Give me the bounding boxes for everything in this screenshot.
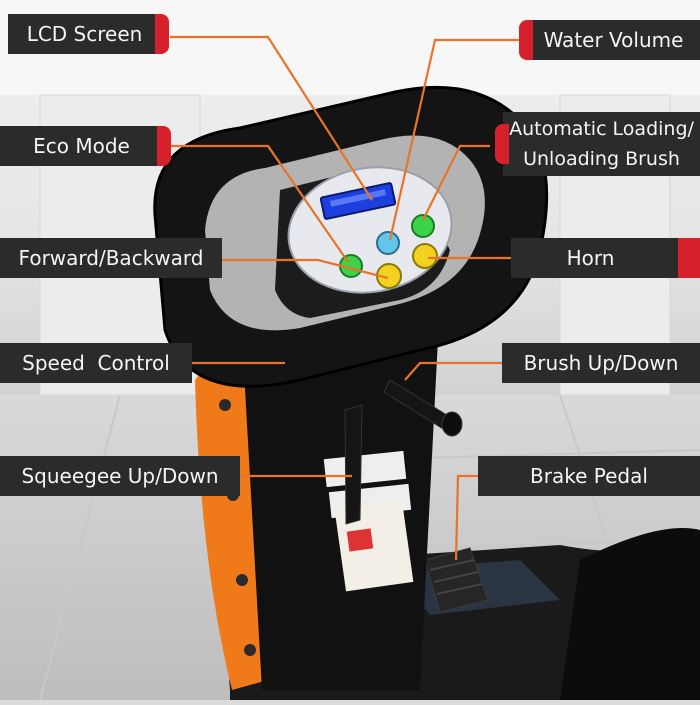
label-squeegee-up-down: Squeegee Up/Down — [0, 456, 240, 496]
leader-auto-brush — [422, 144, 490, 221]
safety-label — [334, 500, 414, 592]
leader-water — [388, 38, 527, 241]
label-horn: Horn — [511, 238, 700, 278]
squeegee-lever — [344, 404, 363, 525]
water-button — [376, 231, 400, 255]
label-brake-pedal: Brake Pedal — [478, 456, 700, 496]
label-eco-mode: Eco Mode — [0, 126, 171, 166]
leader-brush — [404, 361, 502, 381]
leader-lcd — [170, 35, 373, 201]
brake-pedal-ribs — [429, 559, 483, 595]
seat-shadow — [560, 528, 700, 700]
label-forward-backward: Forward/Backward — [0, 238, 222, 278]
auto-brush-button — [411, 214, 435, 238]
label-speed-control: Speed Control — [0, 343, 192, 383]
horn-button — [412, 243, 438, 269]
brake-pedal-shape — [424, 547, 489, 613]
label-brush-up-down: Brush Up/Down — [502, 343, 700, 383]
leader-lines — [170, 35, 527, 561]
leader-brake — [454, 474, 478, 561]
label-lcd-screen: LCD Screen — [8, 14, 169, 54]
leader-forward — [222, 258, 389, 280]
sticker-1 — [323, 450, 407, 488]
label-water-volume: Water Volume — [519, 20, 700, 60]
leader-eco — [170, 144, 349, 263]
label-automatic-loading-unloading-brush: Automatic Loading/ Unloading Brush — [495, 112, 700, 176]
